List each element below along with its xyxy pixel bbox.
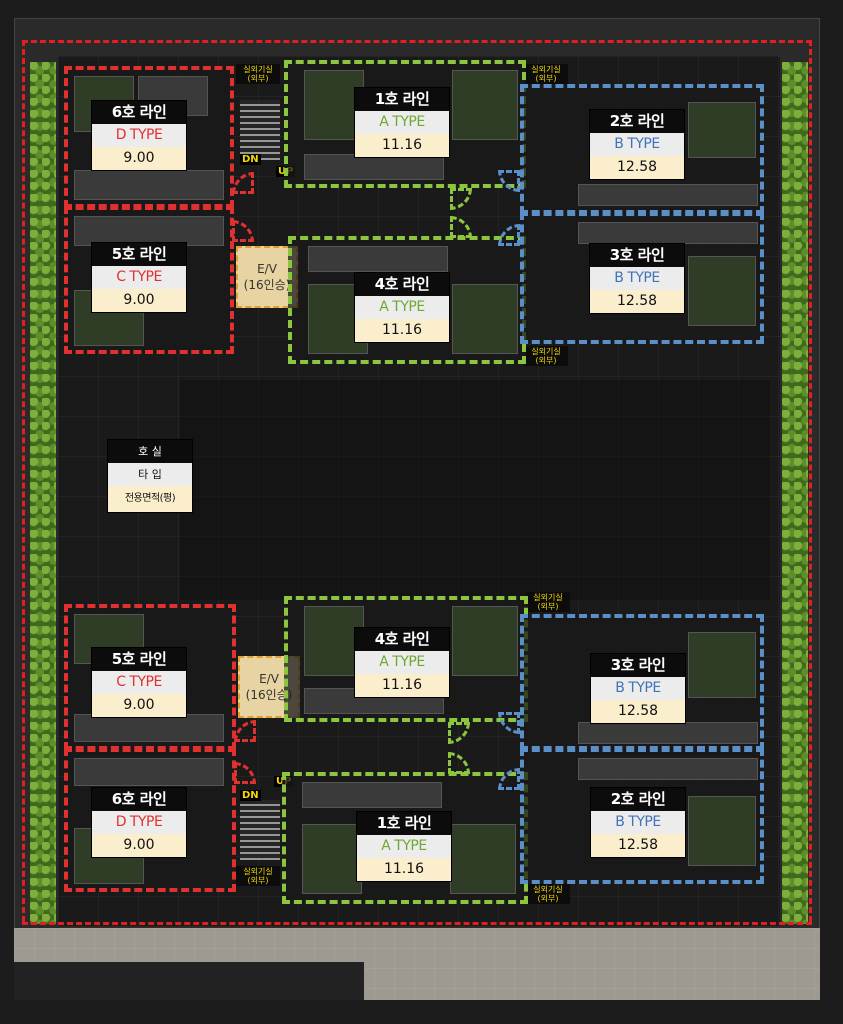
unit-label: 4호 라인 A TYPE 11.16 [355,273,449,342]
site-boundary-right [809,40,812,922]
unit-line-name: 5호 라인 [92,648,186,671]
outdoor-unit-tag-bottom-1: 실외기실(외부) [236,866,280,886]
unit-area: 9.00 [92,289,186,312]
outdoor-unit-tag-bottom-3: 실외기실(외부) [526,884,570,904]
unit-type: B TYPE [590,267,684,290]
unit-area: 11.16 [357,858,451,881]
unit-line-name: 1호 라인 [357,812,451,835]
unit-label: 1호 라인 A TYPE 11.16 [357,812,451,881]
stair-bottom [240,800,280,860]
unit-type: B TYPE [590,133,684,156]
unit-line-name: 2호 라인 [591,788,685,811]
unit-label: 1호 라인 A TYPE 11.16 [355,88,449,157]
unit-line-name: 3호 라인 [590,244,684,267]
unit-bottom-3 [520,614,764,750]
unit-type: B TYPE [591,811,685,834]
unit-top-3 [520,212,764,344]
elevator-label: E/V [257,262,277,276]
stair-down-label-top: DN [240,154,261,165]
outdoor-unit-tag-top-2: 실외기실(외부) [524,64,568,84]
unit-line-name: 5호 라인 [92,243,186,266]
unit-label: 5호 라인 C TYPE 9.00 [92,243,186,312]
unit-line-name: 4호 라인 [355,273,449,296]
plaza-shadow [14,962,364,1000]
unit-line-name: 2호 라인 [590,110,684,133]
legend-type: 타 입 [108,463,192,486]
unit-line-name: 4호 라인 [355,628,449,651]
unit-label: 4호 라인 A TYPE 11.16 [355,628,449,697]
unit-top-4 [288,236,526,364]
unit-type: C TYPE [92,671,186,694]
outdoor-unit-tag-top-1: 실외기실(외부) [236,64,280,84]
elevator-capacity: (16인승) [245,688,293,702]
unit-label: 6호 라인 D TYPE 9.00 [92,101,186,170]
unit-area: 12.58 [591,700,685,723]
unit-area: 11.16 [355,134,449,157]
right-hedge [782,62,808,924]
unit-type: A TYPE [355,111,449,134]
unit-line-name: 6호 라인 [92,788,186,811]
unit-type: C TYPE [92,266,186,289]
unit-type: A TYPE [355,296,449,319]
unit-type: D TYPE [92,124,186,147]
legend: 호 실 타 입 전용면적(평) [108,440,192,512]
unit-label: 6호 라인 D TYPE 9.00 [92,788,186,857]
unit-top-1 [284,60,526,188]
stair-down-label-bottom: DN [240,790,261,801]
unit-area: 9.00 [92,147,186,170]
central-courtyard [180,380,770,600]
unit-label: 3호 라인 B TYPE 12.58 [591,654,685,723]
unit-top-5 [64,206,234,354]
unit-label: 5호 라인 C TYPE 9.00 [92,648,186,717]
unit-area: 9.00 [92,834,186,857]
unit-line-name: 6호 라인 [92,101,186,124]
stair-top [240,100,280,160]
unit-type: D TYPE [92,811,186,834]
unit-type: A TYPE [357,835,451,858]
unit-area: 11.16 [355,674,449,697]
site-boundary-left [22,40,25,922]
unit-label: 3호 라인 B TYPE 12.58 [590,244,684,313]
unit-area: 9.00 [92,694,186,717]
unit-type: B TYPE [591,677,685,700]
elevator-label: E/V [259,672,279,686]
outdoor-unit-tag-bottom-2: 실외기실(외부) [526,592,570,612]
unit-label: 2호 라인 B TYPE 12.58 [590,110,684,179]
unit-type: A TYPE [355,651,449,674]
unit-area: 11.16 [355,319,449,342]
unit-label: 2호 라인 B TYPE 12.58 [591,788,685,857]
unit-bottom-2 [520,748,764,884]
left-hedge [30,62,56,924]
site-boundary-top [22,40,812,43]
site-boundary-bottom [22,922,812,925]
outdoor-unit-tag-top-3: 실외기실(외부) [524,346,568,366]
unit-line-name: 1호 라인 [355,88,449,111]
elevator-capacity: (16인승) [243,278,291,292]
legend-area: 전용면적(평) [108,486,192,512]
unit-area: 12.58 [590,156,684,179]
unit-area: 12.58 [590,290,684,313]
unit-area: 12.58 [591,834,685,857]
legend-room: 호 실 [108,440,192,463]
unit-line-name: 3호 라인 [591,654,685,677]
